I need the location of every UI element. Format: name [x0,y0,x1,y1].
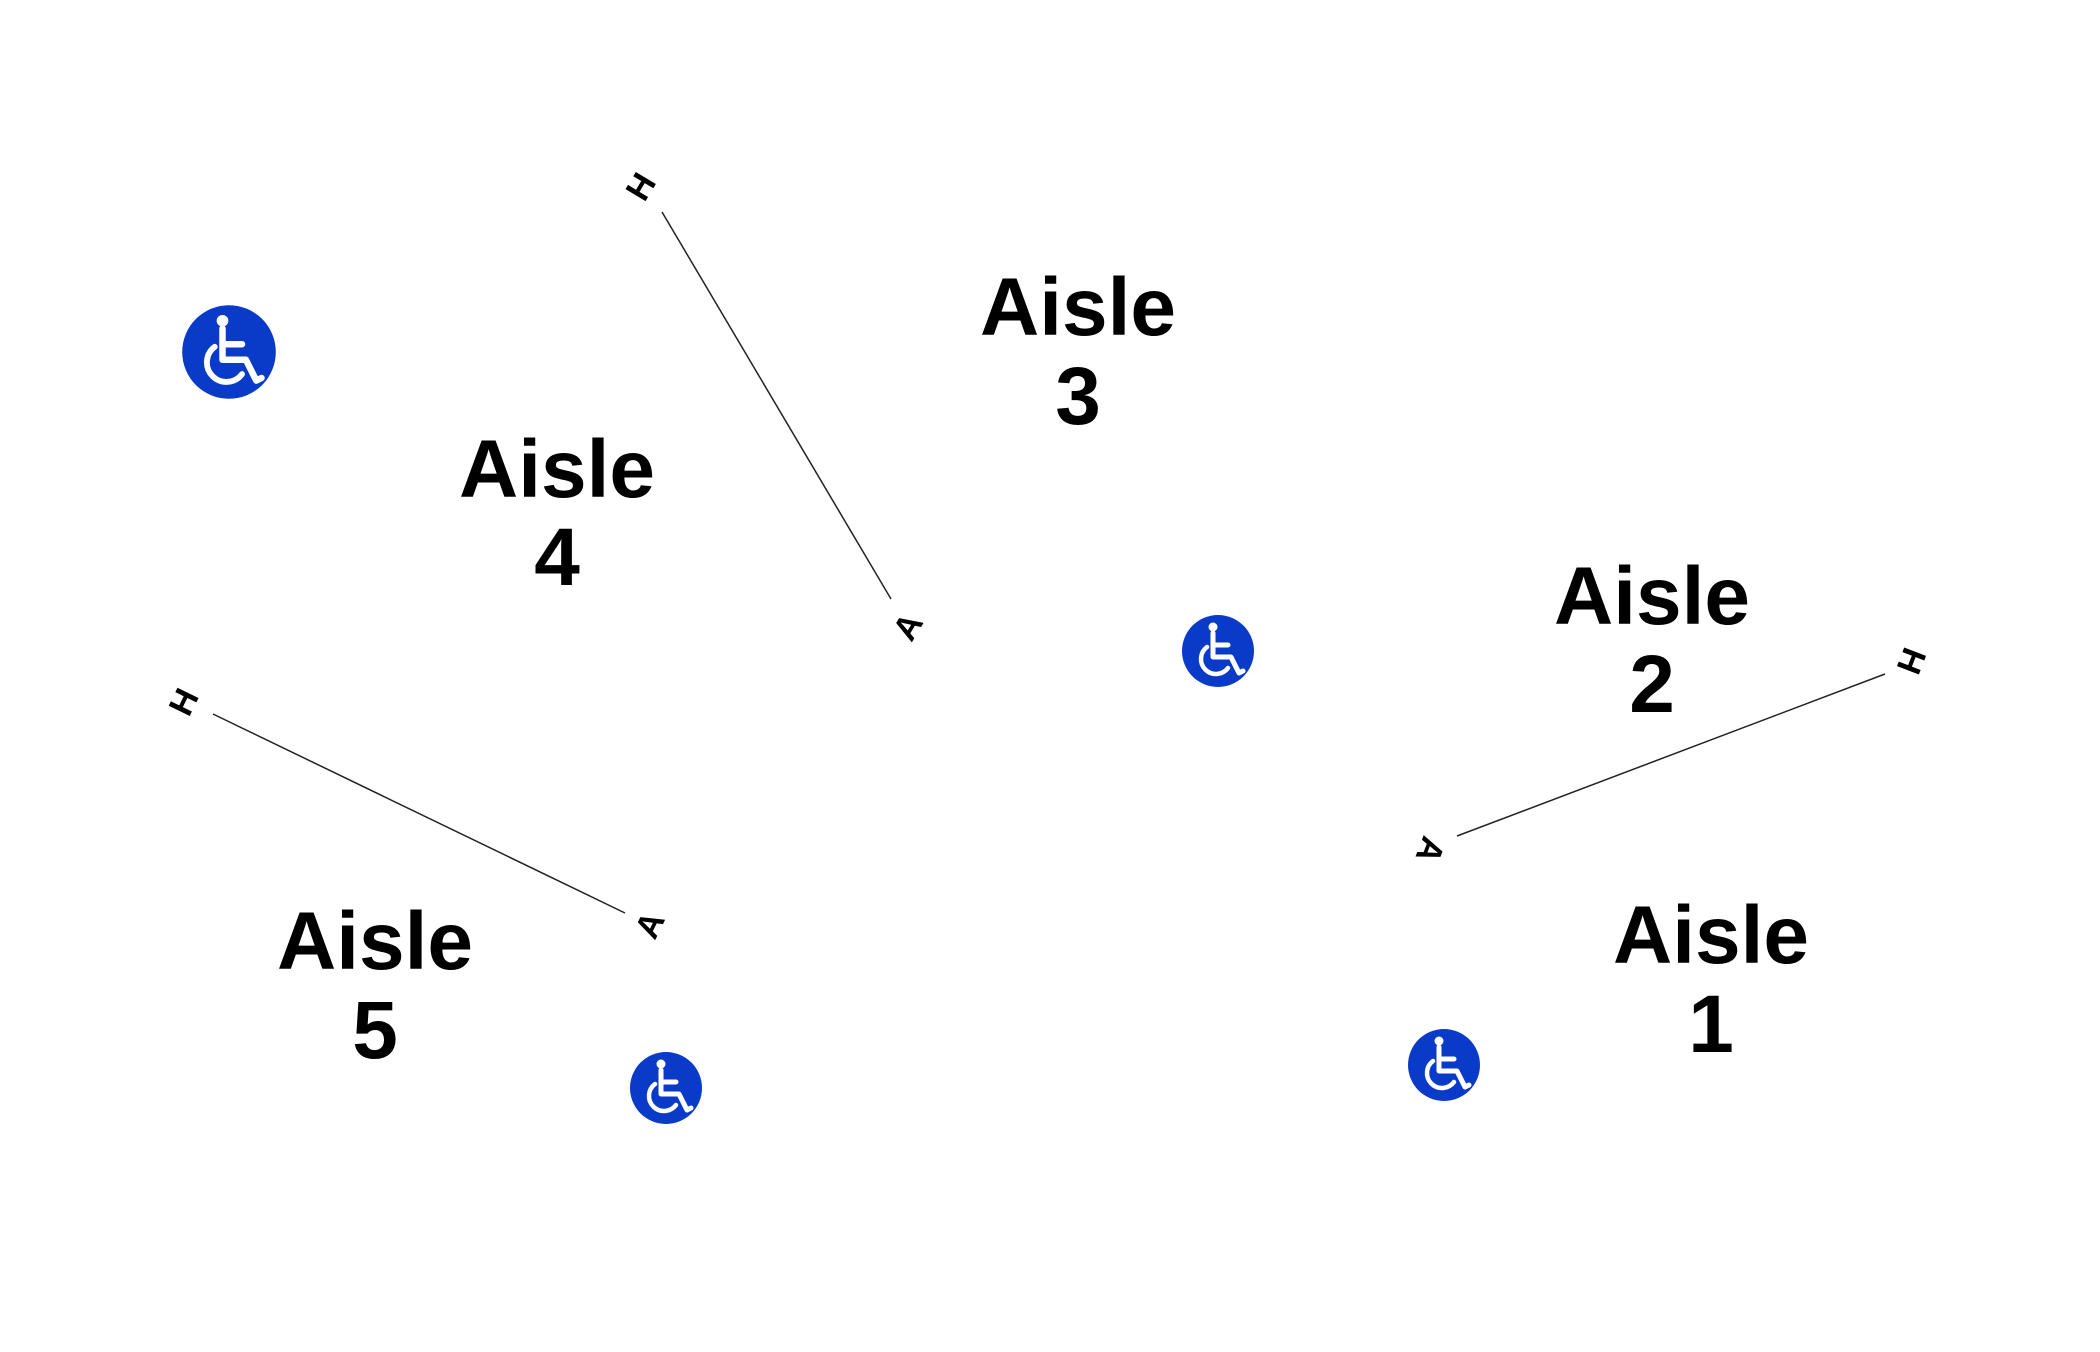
row-start-label: H [162,683,207,722]
svg-text:3: 3 [1055,351,1101,442]
svg-text:Aisle: Aisle [459,424,655,515]
wheelchair-icon [1408,1029,1480,1101]
row-end-label: A [886,607,931,648]
aisle-5-label: Aisle 5 [277,896,473,1076]
aisle-1-label: Aisle 1 [1613,890,1809,1070]
row-start-label: H [1889,642,1933,679]
svg-text:Aisle: Aisle [277,896,473,987]
svg-text:1: 1 [1688,979,1734,1070]
svg-text:5: 5 [352,985,398,1076]
svg-text:4: 4 [534,512,580,603]
row-start-label: H [619,167,664,208]
wheelchair-icon [182,305,276,399]
row-end-label: A [628,906,673,945]
svg-text:Aisle: Aisle [980,262,1176,353]
seating-row-4-5: H A [619,167,931,648]
svg-text:Aisle: Aisle [1554,551,1750,642]
aisle-3-label: Aisle 3 [980,262,1176,442]
wheelchair-icon [1182,615,1254,687]
aisle-4-label: Aisle 4 [459,424,655,603]
wheelchair-icon [630,1052,702,1124]
row-end-label: A [1408,831,1452,868]
svg-text:Aisle: Aisle [1613,890,1809,981]
svg-text:2: 2 [1629,639,1675,730]
aisle-2-label: Aisle 2 [1554,551,1750,730]
